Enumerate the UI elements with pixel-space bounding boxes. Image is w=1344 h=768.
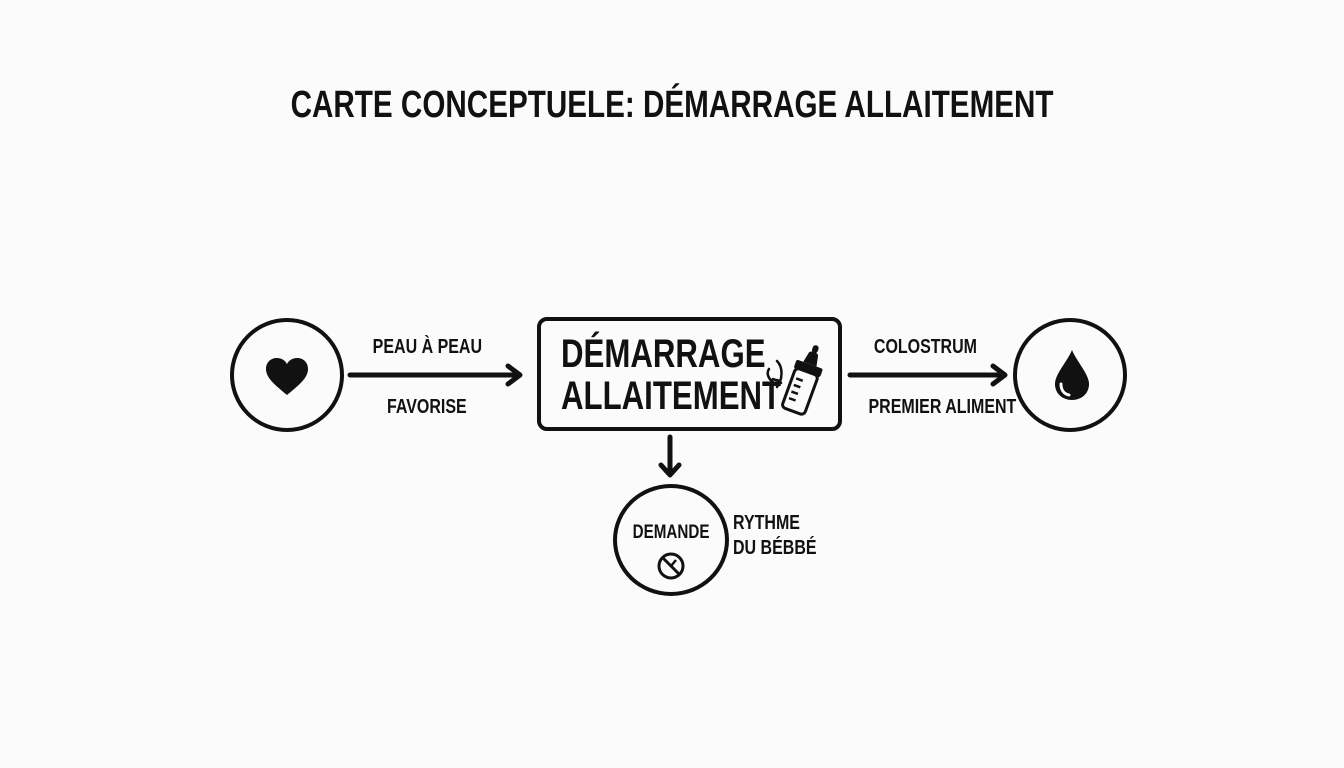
bottom-node-label: DEMANDE — [632, 522, 710, 543]
bottom-side-label-line1: RYTHME — [733, 512, 800, 534]
center-node-line1: DÉMARRAGE — [561, 332, 766, 376]
no-clock-icon — [657, 552, 685, 580]
left-node-circle — [230, 318, 344, 432]
baby-bottle-icon — [766, 345, 823, 416]
center-node-box: DÉMARRAGE ALLAITEMENT — [537, 317, 842, 431]
center-node-line2: ALLAITEMENT — [561, 374, 782, 418]
bottom-side-label: RYTHME DU BÉBBÉ — [733, 511, 837, 561]
edge-label-colostrum: COLOSTRUM — [873, 336, 977, 358]
heart-icon — [266, 358, 308, 395]
edge-label-premier-aliment: PREMIER ALIMENT — [868, 396, 1017, 418]
edge-label-favorise: FAVORISE — [387, 396, 467, 418]
bottom-node-circle: DEMANDE — [613, 484, 729, 596]
milk-drop-icon — [1055, 350, 1089, 400]
arrow-center-to-right — [847, 363, 1008, 387]
edge-label-peau-a-peau: PEAU À PEAU — [372, 336, 482, 358]
page-title: CARTE CONCEPTUELE: DÉMARRAGE ALLAITEMENT — [0, 84, 1344, 127]
bottom-side-label-line2: DU BÉBBÉ — [733, 537, 817, 559]
arrow-left-to-center — [347, 363, 523, 387]
arrow-center-to-bottom — [658, 434, 682, 478]
title-text: CARTE CONCEPTUELE: DÉMARRAGE ALLAITEMENT — [290, 84, 1054, 126]
right-node-circle — [1013, 318, 1127, 432]
